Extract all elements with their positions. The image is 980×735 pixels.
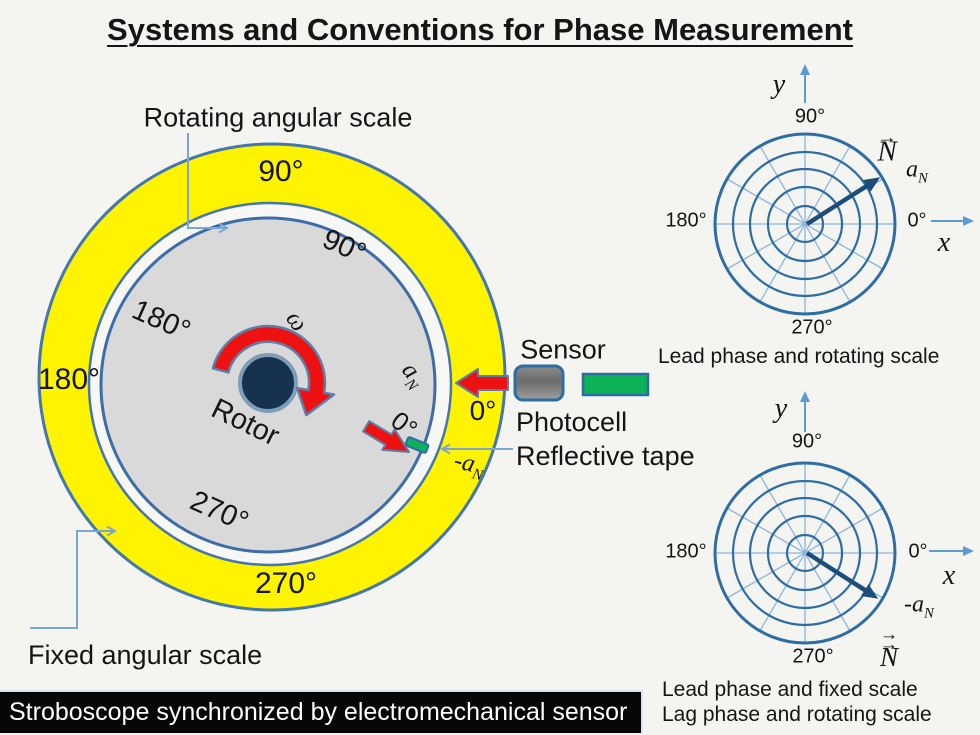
- polar-top-x-label: x: [937, 227, 951, 258]
- fixed-scale-180: 180°: [37, 363, 101, 396]
- polar-top-spokes: [715, 134, 895, 314]
- reflective-tape-label: Reflective tape: [516, 441, 695, 471]
- polar-plot-bottom: [713, 461, 897, 645]
- polar-bottom-neg-a-n-label: -aN: [904, 591, 934, 622]
- polar-top-n-vector-label: →N: [877, 126, 897, 168]
- polar-top-180: 180°: [665, 209, 707, 232]
- sensor-label: Sensor: [520, 334, 606, 365]
- rotating-scale-pointer: [187, 133, 226, 228]
- fixed-scale-pointer: [30, 531, 114, 629]
- polar-bottom-180: 180°: [665, 540, 707, 563]
- footer-text: Stroboscope synchronized by electromecha…: [9, 698, 628, 726]
- polar-bottom-caption-1: Lead phase and fixed scale: [662, 678, 918, 701]
- polar-top-circles: [713, 132, 897, 316]
- reflective-tape-mark: [404, 436, 430, 454]
- footer-bar: Stroboscope synchronized by electromecha…: [0, 690, 643, 733]
- polar-bottom-90: 90°: [791, 430, 823, 453]
- polar-bottom-x-label: x: [942, 560, 956, 591]
- polar-bottom-0: 0°: [908, 540, 928, 563]
- vector-n-lag: [805, 551, 879, 599]
- polar-top-a-n-label: aN: [906, 156, 928, 187]
- polar-bottom-circles: [713, 461, 897, 645]
- polar-top-y-label: y: [772, 69, 786, 100]
- fixed-scale-0: 0°: [469, 395, 497, 426]
- fixed-scale-90: 90°: [258, 155, 304, 188]
- fixed-scale-label: Fixed angular scale: [28, 640, 263, 670]
- page-title: Systems and Conventions for Phase Measur…: [107, 12, 853, 47]
- vector-n-lead: [805, 177, 881, 226]
- sensor-arrow: [455, 368, 509, 398]
- polar-top-270: 270°: [791, 316, 833, 339]
- polar-bottom-spokes: [715, 463, 895, 643]
- polar-plot-top: [713, 132, 897, 316]
- polar-top-caption: Lead phase and rotating scale: [658, 345, 940, 368]
- polar-top-90: 90°: [794, 105, 826, 128]
- polar-bottom-y-label: y: [774, 393, 788, 424]
- polar-bottom-270: 270°: [792, 645, 834, 668]
- reflective-tape-swatch: [581, 372, 650, 397]
- rotor-hub: [238, 353, 298, 413]
- photocell-shape: [513, 364, 565, 402]
- polar-bottom-caption-2: Lag phase and rotating scale: [662, 703, 932, 726]
- omega-rotation-arrow: [211, 324, 336, 417]
- rotating-zero-arrow: [362, 420, 410, 453]
- fixed-scale-270: 270°: [254, 567, 318, 600]
- photocell-label: Photocell: [516, 407, 628, 437]
- polar-top-0: 0°: [907, 209, 927, 232]
- polar-bottom-n-vector-label: →→N: [879, 624, 899, 673]
- rotating-scale-label: Rotating angular scale: [143, 102, 413, 133]
